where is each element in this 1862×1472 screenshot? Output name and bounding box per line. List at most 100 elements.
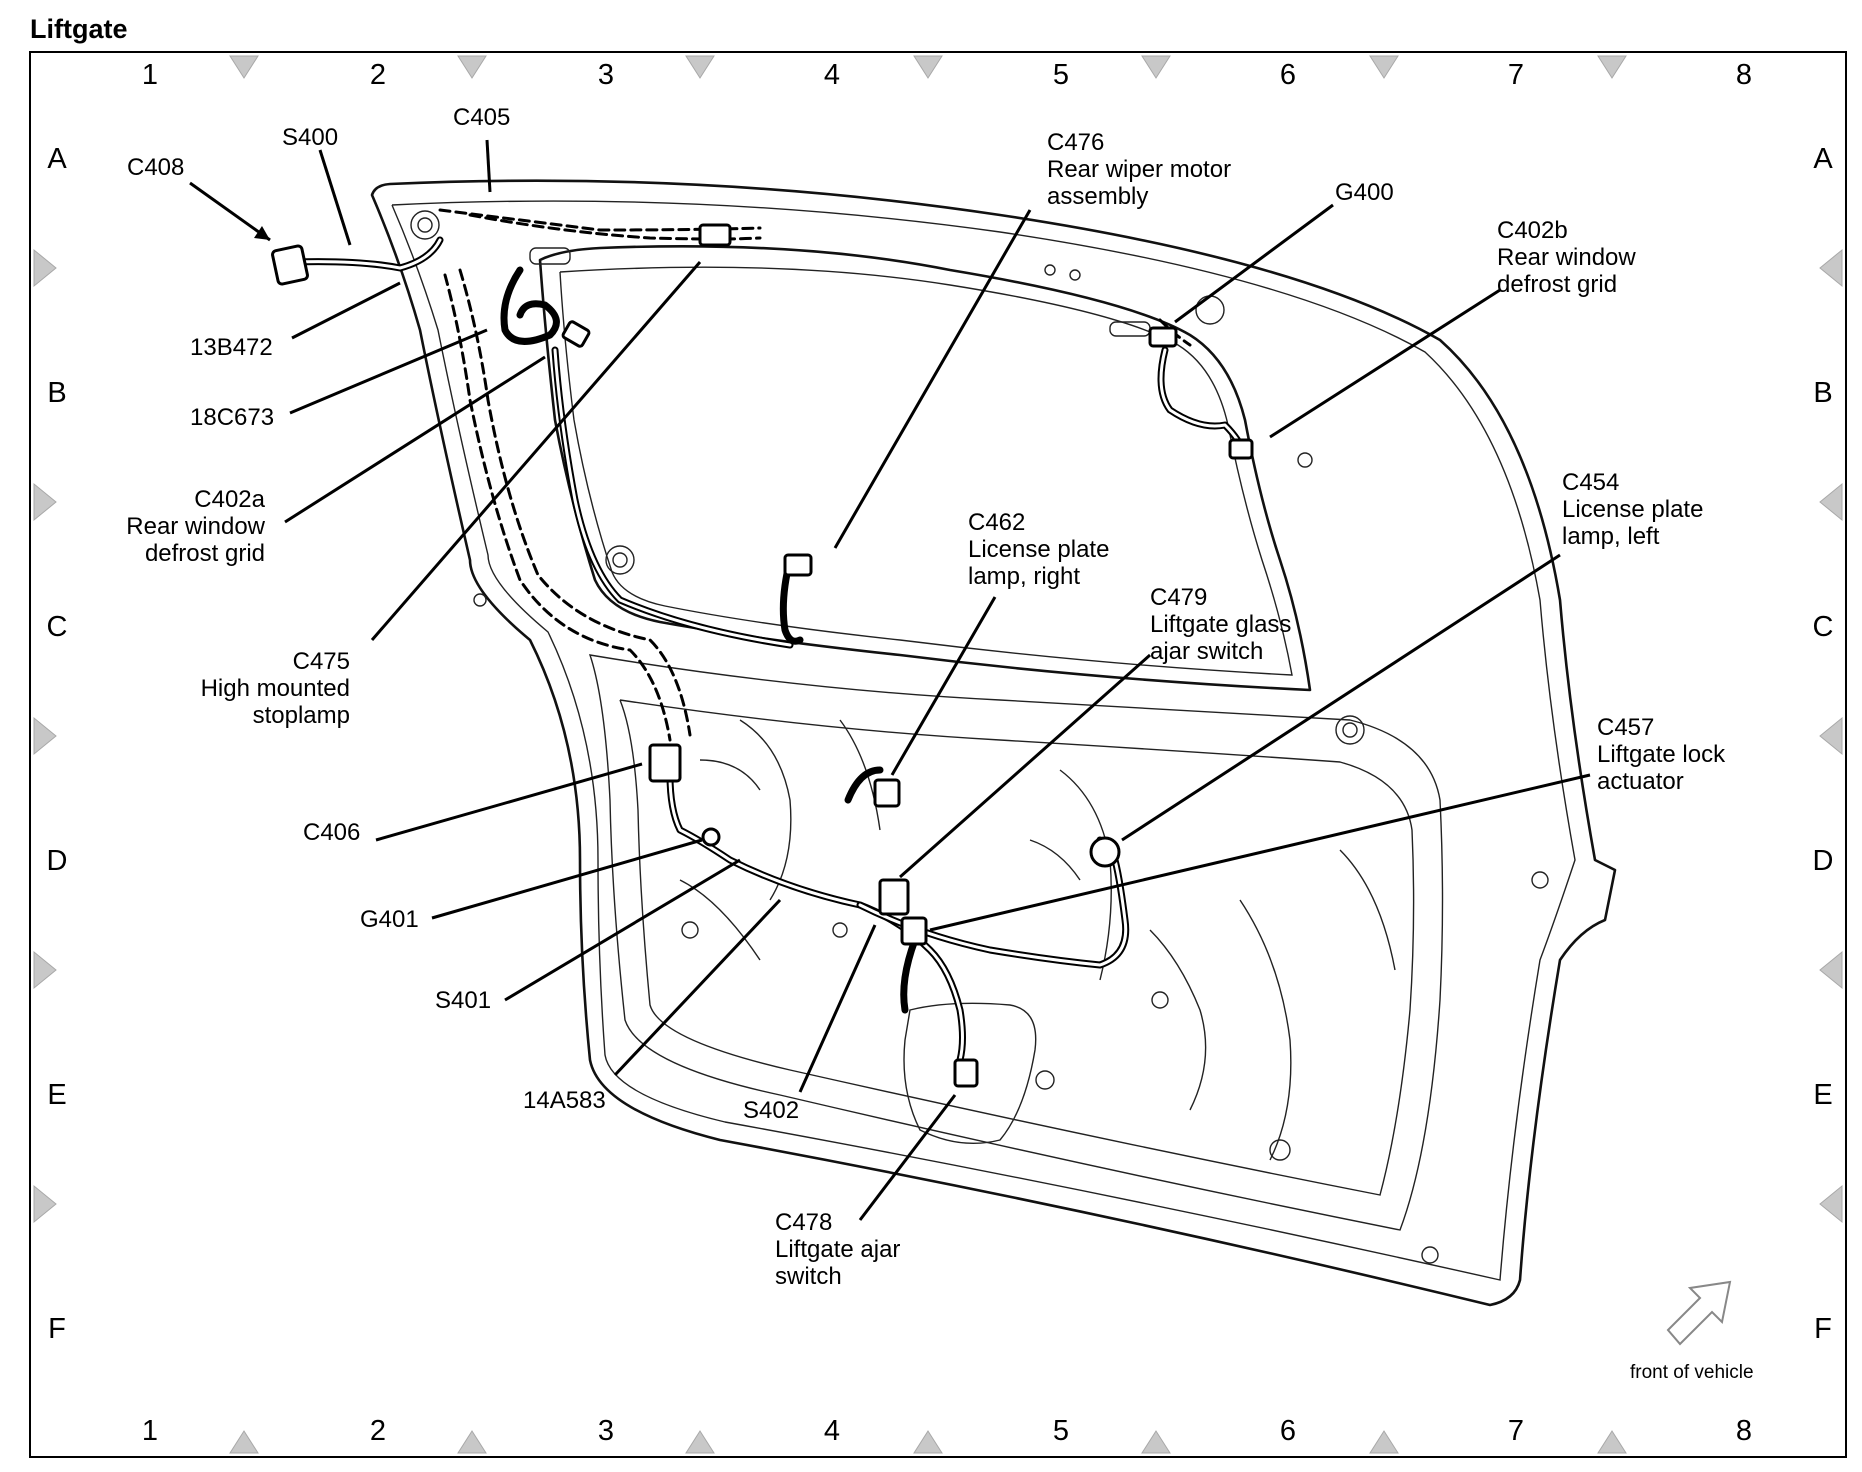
grid-row-label: B [47,377,66,409]
grid-row-label: A [47,143,67,175]
label-c406: C406 [303,819,360,846]
grid-row-label: E [1813,1079,1832,1111]
callout-labels: C408 S400 C405 C476 Rear wiper motor ass… [126,104,1726,1290]
label-s402: S402 [743,1097,799,1124]
grid-markers [33,55,1843,1454]
leader-c405 [485,139,492,193]
leader-s402 [798,924,877,1093]
connector-c454 [1089,836,1121,868]
label-13b472: 13B472 [190,334,273,361]
connector-c475 [698,223,732,247]
liftgate-body [370,179,1617,1307]
label-g400: G400 [1335,179,1394,206]
label-c402a-line: C402a [194,486,265,513]
label-c408: C408 [127,154,184,181]
label-c454: C454 License plate lamp, left [1562,469,1703,550]
grid-col-label: 8 [1736,1415,1752,1447]
label-c462: C462 License plate lamp, right [968,509,1109,590]
grid-row-label: A [1813,143,1833,175]
leader-s401 [504,858,741,1002]
label-c475-line: High mounted [201,675,350,702]
label-s401: S401 [435,987,491,1014]
leader-s400 [318,149,352,246]
grid-col-label: 4 [824,59,840,91]
leader-14a583 [613,898,782,1077]
connector-c402b [1228,438,1254,460]
label-c454-line: License plate [1562,496,1703,523]
wiring-harness [288,208,1249,1064]
label-c402a-line: defrost grid [145,540,265,567]
grid-col-label: 2 [370,59,386,91]
leader-lines [189,139,1591,1221]
label-18c673: 18C673 [190,404,274,431]
connectors [271,223,1254,1088]
connector-c402a [561,320,591,348]
grid-col-label: 3 [598,59,614,91]
connector-c408 [271,244,309,286]
leader-g400 [1174,203,1334,324]
label-c478-line: switch [775,1263,842,1290]
leader-c475 [370,261,702,641]
grid-col-label: 5 [1053,59,1069,91]
grid-row-label: C [47,611,68,643]
label-c457-line: C457 [1597,714,1654,741]
leader-c457 [929,773,1591,932]
front-of-vehicle-label: front of vehicle [1630,1362,1754,1383]
leader-c454 [1121,553,1561,842]
grid-row-label: C [1813,611,1834,643]
grid-col-label: 6 [1280,1415,1296,1447]
label-c402b-line: defrost grid [1497,271,1617,298]
label-14a583: 14A583 [523,1087,606,1114]
label-c478-line: C478 [775,1209,832,1236]
label-c462-line: C462 [968,509,1025,536]
leader-c402b [1269,288,1501,439]
leader-c408 [189,181,271,242]
leader-c478 [858,1094,957,1221]
connector-c462 [873,778,901,808]
leader-13b472 [291,281,401,340]
grid-row-label: F [48,1313,66,1345]
grid-col-label: 5 [1053,1415,1069,1447]
leader-18c673 [289,328,488,415]
label-c476-line: C476 [1047,129,1104,156]
grid-col-label: 2 [370,1415,386,1447]
label-c402b-line: Rear window [1497,244,1636,271]
grid-col-label: 1 [142,1415,158,1447]
front-of-vehicle-indicator: front of vehicle [1630,1280,1754,1383]
grid-row-labels-right: A B C D E F [1813,143,1834,1345]
connector-c406 [648,743,682,783]
arrowhead [254,226,270,240]
leader-c406 [375,762,643,842]
grid-col-label: 3 [598,1415,614,1447]
label-c454-line: lamp, left [1562,523,1660,550]
leader-c462 [890,596,997,776]
grid-col-label: 7 [1508,1415,1524,1447]
label-c462-line: License plate [968,536,1109,563]
grid-row-label: D [47,845,68,877]
leader-c476 [833,209,1032,549]
label-c475: C475 High mounted stoplamp [201,648,350,729]
label-c478: C478 Liftgate ajar switch [775,1209,900,1290]
label-c479: C479 Liftgate glass ajar switch [1150,584,1291,665]
connector-g400 [1148,326,1178,348]
grid-col-label: 1 [142,59,158,91]
label-c462-line: lamp, right [968,563,1080,590]
leader-c479 [899,653,1151,879]
label-c402a-line: Rear window [126,513,265,540]
label-c479-line: Liftgate glass [1150,611,1291,638]
label-s400: S400 [282,124,338,151]
grid-row-labels-left: A B C D E F [47,143,68,1345]
label-c476-line: assembly [1047,183,1148,210]
label-c402b: C402b Rear window defrost grid [1497,217,1636,298]
label-g401: G401 [360,906,419,933]
label-c402b-line: C402b [1497,217,1568,244]
grid-row-label: F [1814,1313,1832,1345]
label-c475-line: stoplamp [253,702,350,729]
label-c479-line: ajar switch [1150,638,1263,665]
leader-c402a [284,355,546,524]
grid-col-label: 7 [1508,59,1524,91]
grid-column-labels-bottom: 1 2 3 4 5 6 7 8 [142,1415,1752,1447]
leader-g401 [431,838,703,920]
ground-g401 [701,827,721,847]
